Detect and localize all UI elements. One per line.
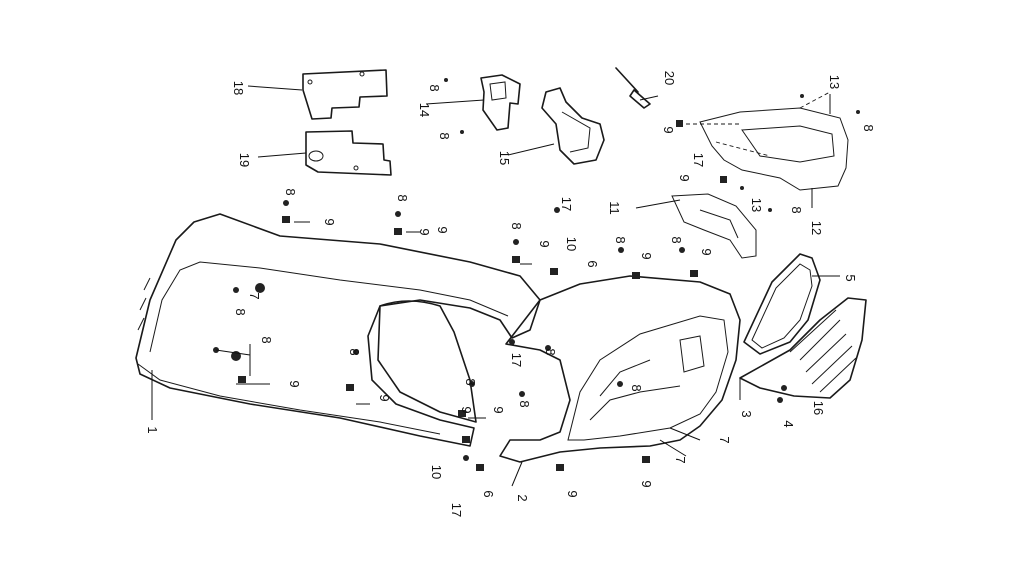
body-shell-part-1	[135, 213, 541, 447]
callout-c20: 20	[662, 71, 677, 85]
callout-c8f: 8	[395, 194, 410, 201]
callout-c17b: 17	[559, 197, 574, 211]
callout-c8b: 8	[437, 132, 452, 139]
callout-c9i: 9	[377, 394, 392, 401]
callout-c8l: 8	[347, 348, 362, 355]
callout-c17a: 17	[691, 153, 706, 167]
callout-c9l: 9	[565, 490, 580, 497]
callout-c15: 15	[497, 151, 512, 165]
panel-part-19	[305, 130, 392, 176]
bracket-part-11	[671, 193, 757, 259]
callout-c8p: 8	[629, 384, 644, 391]
callout-c8n: 8	[463, 378, 478, 385]
callout-c1: 1	[145, 426, 160, 433]
grille-part-3	[739, 297, 867, 399]
callout-c4: 4	[781, 420, 796, 427]
callout-c6b: 6	[481, 490, 496, 497]
callout-c9j: 9	[491, 406, 506, 413]
callout-c9m: 9	[639, 480, 654, 487]
callout-c8g: 8	[509, 222, 524, 229]
callout-c2: 2	[515, 494, 530, 501]
panel-part-18	[302, 69, 388, 120]
callout-c8a: 8	[427, 84, 442, 91]
callout-c8m: 8	[543, 348, 558, 355]
callout-c8h: 8	[613, 236, 628, 243]
callout-c9f: 9	[639, 252, 654, 259]
callout-c9c: 9	[322, 218, 337, 225]
callout-c10b: 10	[429, 465, 444, 479]
callout-c5: 5	[843, 274, 858, 281]
callout-c9a: 9	[661, 126, 676, 133]
callout-c11: 11	[607, 201, 622, 215]
callout-c9e: 9	[537, 240, 552, 247]
callout-c19: 19	[237, 153, 252, 167]
callout-c9k: 9	[459, 406, 474, 413]
callout-c9b: 9	[677, 174, 692, 181]
gasket-part-5	[743, 253, 821, 355]
tray-part-12	[686, 91, 849, 191]
callout-c8o: 8	[517, 400, 532, 407]
callout-c17c: 17	[509, 353, 524, 367]
callout-c14: 14	[417, 103, 432, 117]
duct-part-15	[541, 87, 605, 165]
callout-c16: 16	[811, 401, 826, 415]
callout-c13b: 13	[749, 198, 764, 212]
callout-c8e: 8	[283, 188, 298, 195]
callout-c9n: 9	[417, 228, 432, 235]
callout-c8j: 8	[233, 308, 248, 315]
callout-c8d: 8	[789, 206, 804, 213]
callout-c6a: 6	[585, 260, 600, 267]
callout-c12: 12	[809, 221, 824, 235]
callout-c10a: 10	[564, 237, 579, 251]
body-shell-part-2	[499, 275, 741, 463]
callout-c8i: 8	[669, 236, 684, 243]
callout-c8k: 8	[259, 336, 274, 343]
callout-c17d: 17	[449, 503, 464, 517]
callout-c3: 3	[739, 410, 754, 417]
callout-c7c: 7	[673, 456, 688, 463]
rod-part-20	[615, 67, 651, 109]
callout-c7a: 7	[247, 292, 262, 299]
callout-c9h: 9	[287, 380, 302, 387]
callout-c18: 18	[231, 81, 246, 95]
callout-c9g: 9	[699, 248, 714, 255]
callout-c9d: 9	[435, 226, 450, 233]
callout-c8c: 8	[861, 124, 876, 131]
bracket-part-14	[480, 74, 521, 131]
callout-c13a: 13	[827, 75, 842, 89]
fastener-hardware	[213, 78, 860, 471]
callout-c7b: 7	[717, 436, 732, 443]
leader-lines	[151, 85, 840, 487]
